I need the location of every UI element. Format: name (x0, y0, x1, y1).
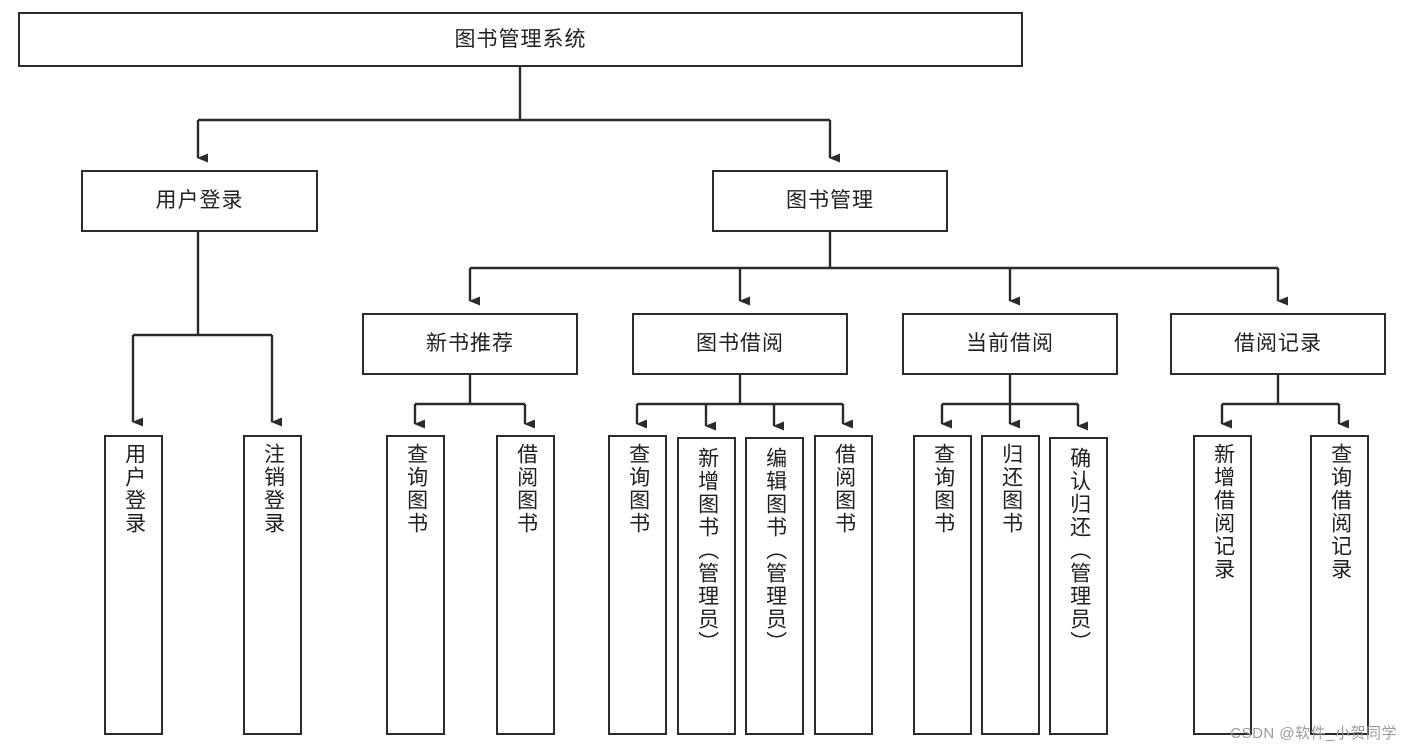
node-leaf-user-login-label: 用户登录 (122, 443, 146, 535)
node-leaf-query-book-2-label: 查询图书 (626, 443, 650, 535)
node-new-book-recommend[interactable]: 新书推荐 (362, 313, 578, 375)
node-leaf-return-book[interactable]: 归还图书 (981, 435, 1040, 735)
node-book-borrow-label: 图书借阅 (696, 332, 784, 356)
node-leaf-query-borrow-record-label: 查询借阅记录 (1328, 443, 1352, 581)
node-leaf-add-book-admin-label: 新增图书（管理员） (695, 447, 719, 654)
node-leaf-query-book-1[interactable]: 查询图书 (386, 435, 445, 735)
node-leaf-query-book-3-label: 查询图书 (931, 443, 955, 535)
node-root-label: 图书管理系统 (454, 27, 587, 51)
node-current-borrow-label: 当前借阅 (966, 332, 1054, 356)
node-book-borrow[interactable]: 图书借阅 (632, 313, 848, 375)
node-borrow-record[interactable]: 借阅记录 (1170, 313, 1386, 375)
node-new-book-recommend-label: 新书推荐 (426, 332, 514, 356)
node-leaf-query-book-1-label: 查询图书 (404, 443, 428, 535)
node-leaf-borrow-book-1[interactable]: 借阅图书 (496, 435, 555, 735)
node-current-borrow[interactable]: 当前借阅 (902, 313, 1118, 375)
node-leaf-borrow-book-2-label: 借阅图书 (832, 443, 856, 535)
node-leaf-query-book-2[interactable]: 查询图书 (608, 435, 667, 735)
node-leaf-borrow-book-2[interactable]: 借阅图书 (814, 435, 873, 735)
node-leaf-edit-book-admin-label: 编辑图书（管理员） (763, 447, 787, 654)
node-leaf-user-login[interactable]: 用户登录 (104, 435, 163, 735)
node-leaf-confirm-return-admin-label: 确认归还（管理员） (1067, 447, 1091, 654)
node-book-management-label: 图书管理 (786, 189, 874, 213)
node-leaf-add-book-admin[interactable]: 新增图书（管理员） (677, 437, 736, 735)
node-leaf-add-borrow-record[interactable]: 新增借阅记录 (1193, 435, 1252, 735)
node-leaf-logout-label: 注销登录 (261, 443, 285, 535)
node-leaf-confirm-return-admin[interactable]: 确认归还（管理员） (1049, 437, 1108, 735)
node-user-login[interactable]: 用户登录 (81, 170, 318, 232)
node-root[interactable]: 图书管理系统 (18, 12, 1023, 67)
node-leaf-logout[interactable]: 注销登录 (243, 435, 302, 735)
node-user-login-label: 用户登录 (155, 189, 244, 213)
node-leaf-return-book-label: 归还图书 (999, 443, 1023, 535)
node-leaf-edit-book-admin[interactable]: 编辑图书（管理员） (745, 437, 804, 735)
node-leaf-add-borrow-record-label: 新增借阅记录 (1211, 443, 1235, 581)
node-leaf-borrow-book-1-label: 借阅图书 (514, 443, 538, 535)
node-leaf-query-book-3[interactable]: 查询图书 (913, 435, 972, 735)
node-borrow-record-label: 借阅记录 (1234, 332, 1322, 356)
node-leaf-query-borrow-record[interactable]: 查询借阅记录 (1310, 435, 1369, 735)
node-book-management[interactable]: 图书管理 (712, 170, 948, 232)
